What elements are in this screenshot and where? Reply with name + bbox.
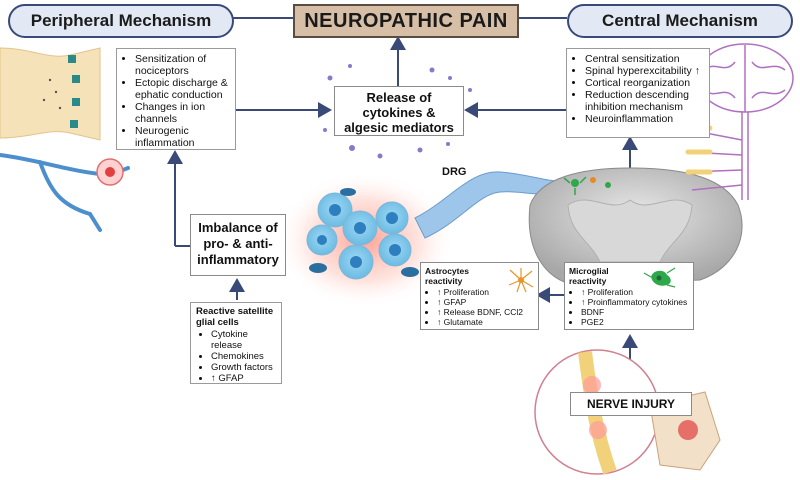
nociceptor-terminal-illustration	[0, 47, 101, 141]
release-line-2: cytokines &	[362, 105, 436, 120]
peripheral-item: Changes in ion channels	[135, 101, 231, 125]
astrocytes-reactivity-box: Astrocytes reactivity ↑ Proliferation ↑ …	[420, 262, 539, 330]
page-title: NEUROPATHIC PAIN	[293, 4, 519, 38]
drg-cells-illustration	[275, 171, 571, 308]
astrocyte-icon	[508, 268, 534, 293]
microglial-item: ↑ Proinflammatory cytokines	[581, 297, 689, 307]
peripheral-mechanism-list: Sensitization of nociceptors Ectopic dis…	[116, 48, 236, 150]
astrocytes-item: ↑ GFAP	[437, 297, 534, 307]
satellite-heading-line-1: Reactive satellite	[196, 306, 274, 317]
central-item: Cortical reorganization	[585, 77, 705, 89]
nerve-injury-label: NERVE INJURY	[570, 392, 692, 416]
central-mechanism-label: Central Mechanism	[602, 11, 758, 30]
spinal-cord-illustration	[528, 167, 743, 286]
peripheral-mechanism-label: Peripheral Mechanism	[30, 11, 212, 30]
microglial-item: BDNF	[581, 307, 689, 317]
satellite-item: Cytokine release	[211, 329, 277, 351]
astrocytes-item: ↑ Glutamate	[437, 317, 534, 327]
satellite-heading: Reactive satellite glial cells	[191, 303, 281, 328]
imbalance-line-2: pro- & anti-	[203, 236, 273, 251]
mediator-dots	[323, 64, 472, 159]
peripheral-item: Neurogenic inflammation	[135, 125, 231, 149]
microglial-item: PGE2	[581, 317, 689, 327]
astrocytes-item: ↑ Proliferation	[437, 287, 534, 297]
release-cytokines-box: Release of cytokines & algesic mediators	[334, 86, 464, 136]
microglial-item: ↑ Proliferation	[581, 287, 689, 297]
microglial-heading-line-1: Microglial	[569, 266, 609, 276]
central-mechanism-header: Central Mechanism	[567, 4, 793, 38]
imbalance-box: Imbalance of pro- & anti- inflammatory	[190, 214, 286, 276]
imbalance-line-1: Imbalance of	[198, 220, 278, 235]
central-mechanism-list: Central sensitization Spinal hyperexcita…	[566, 48, 710, 138]
satellite-item: Growth factors	[211, 362, 277, 373]
satellite-glial-box: Reactive satellite glial cells Cytokine …	[190, 302, 282, 384]
satellite-item: Chemokines	[211, 351, 277, 362]
peripheral-item: Ectopic discharge & ephatic conduction	[135, 77, 231, 101]
satellite-heading-line-2: glial cells	[196, 317, 239, 328]
central-item: Reduction descending inhibition mechanis…	[585, 89, 705, 113]
peripheral-mechanism-header: Peripheral Mechanism	[8, 4, 234, 38]
drg-label: DRG	[442, 166, 467, 178]
brain-illustration	[687, 43, 794, 200]
release-line-1: Release of	[366, 90, 432, 105]
astrocytes-heading: Astrocytes reactivity	[421, 263, 538, 286]
nerve-fiber-illustration	[0, 153, 130, 232]
microglial-reactivity-box: Microglial reactivity ↑ Proliferation ↑ …	[564, 262, 694, 330]
microglial-heading-line-2: reactivity	[569, 276, 607, 286]
microglia-icon	[643, 267, 676, 288]
satellite-item: ↑ GFAP	[211, 373, 277, 384]
astrocytes-heading-line-1: Astrocytes	[425, 266, 469, 276]
imbalance-line-3: inflammatory	[197, 252, 279, 267]
central-item: Central sensitization	[585, 53, 705, 65]
astrocytes-heading-line-2: reactivity	[425, 276, 463, 286]
astrocytes-item: ↑ Release BDNF, CCl2	[437, 307, 534, 317]
peripheral-item: Sensitization of nociceptors	[135, 53, 231, 77]
microglial-heading: Microglial reactivity	[565, 263, 693, 286]
central-item: Neuroinflammation	[585, 113, 705, 125]
release-line-3: algesic mediators	[344, 120, 454, 135]
central-item: Spinal hyperexcitability ↑	[585, 65, 705, 77]
